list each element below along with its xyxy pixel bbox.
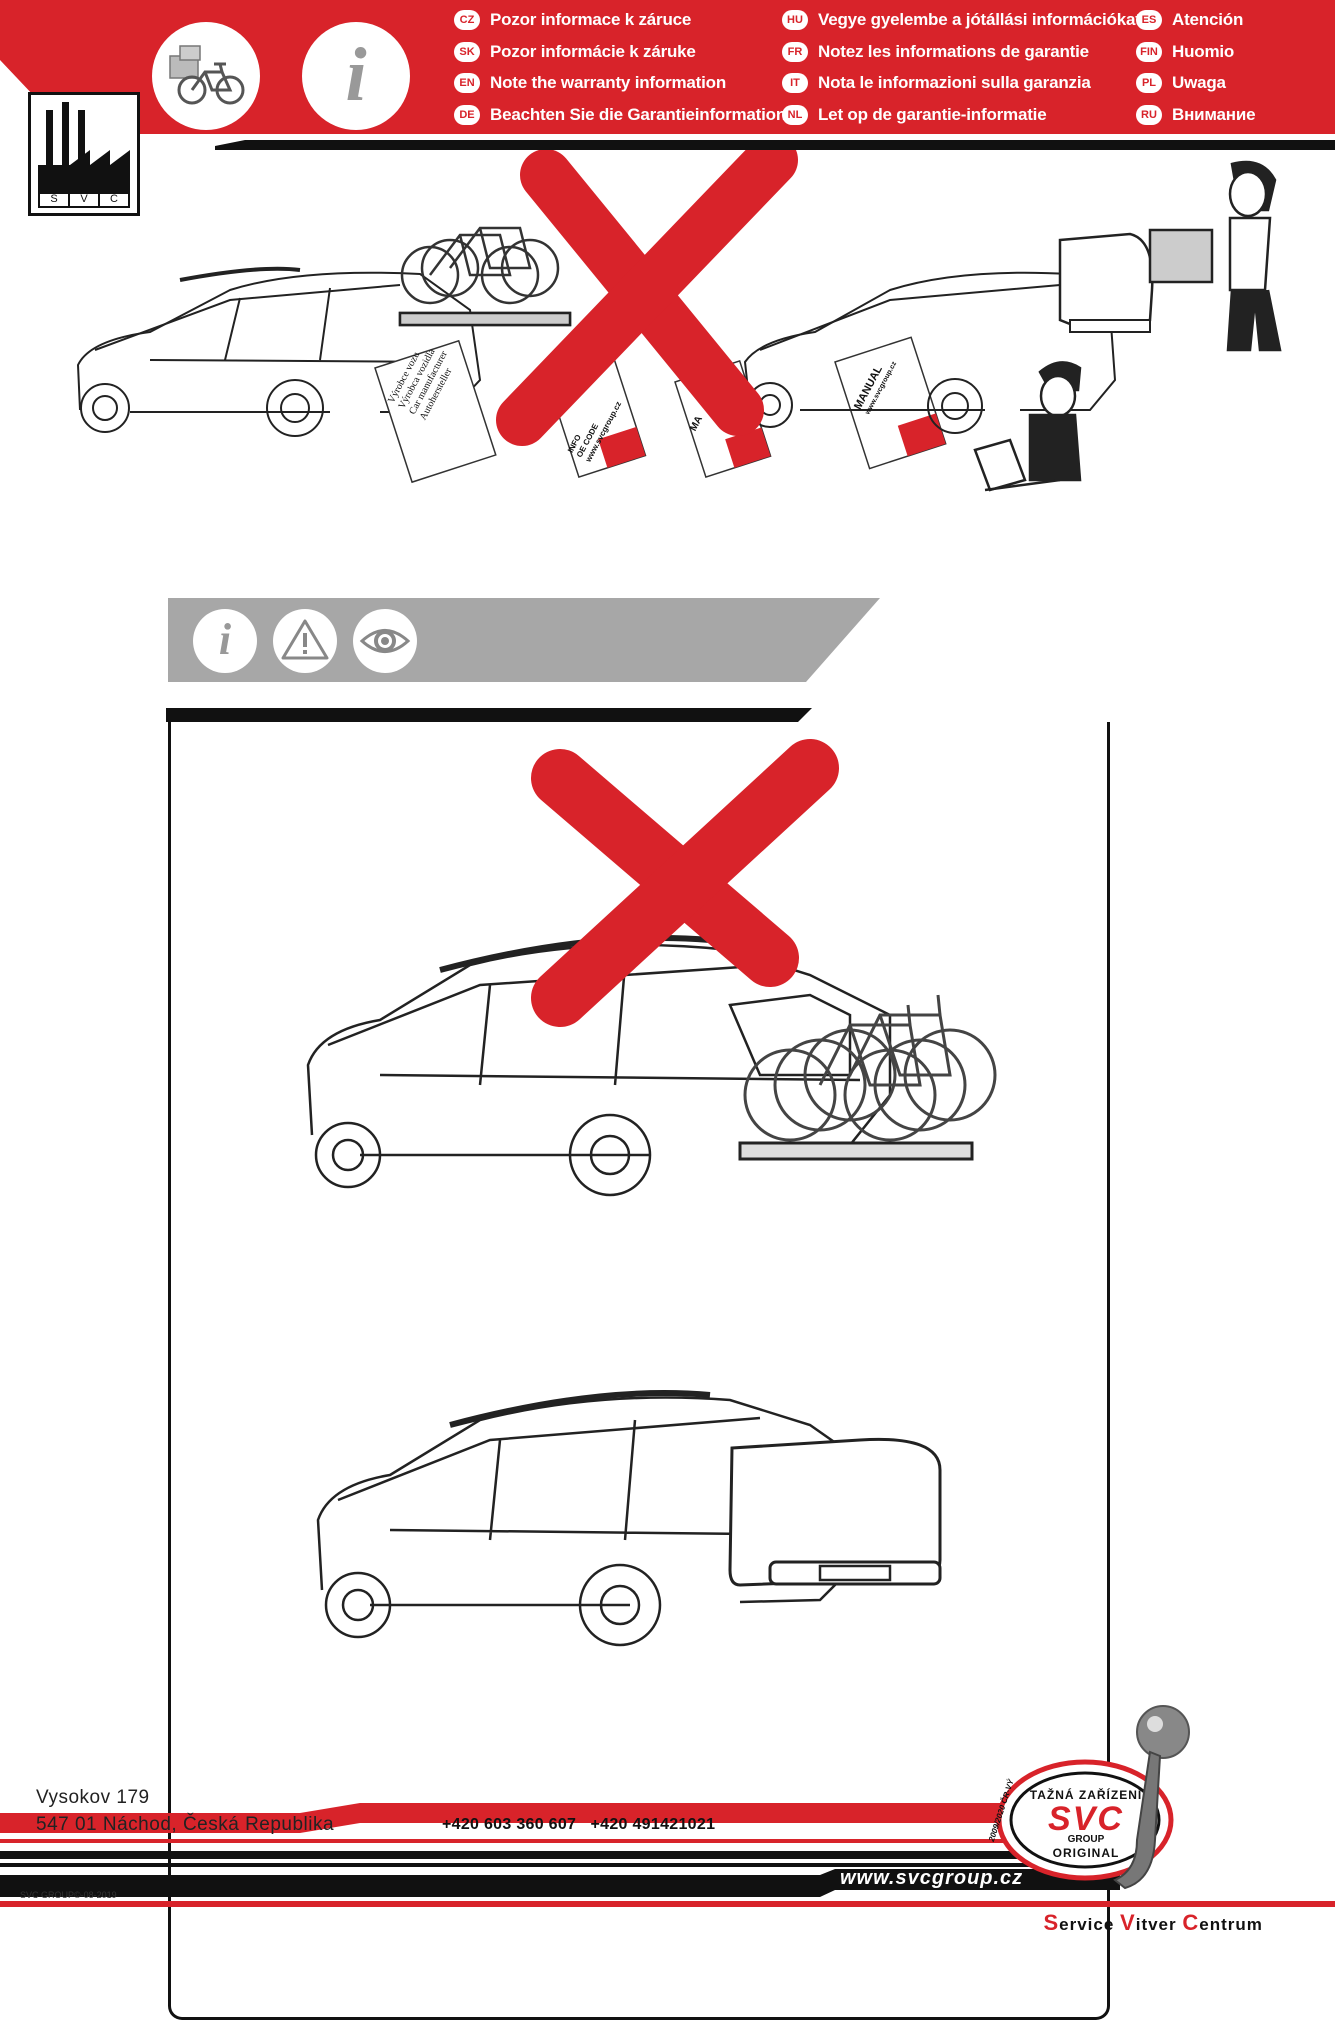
factory-letter: V [80, 193, 88, 205]
factory-letter: S [50, 193, 58, 205]
section-info-icon: i [192, 608, 258, 674]
lang-row-de: DE Beachten Sie die Garantieinformationen [454, 101, 806, 129]
lang-text: Atención [1172, 10, 1244, 29]
lang-row-sk: SK Pozor informácie k záruke [454, 38, 696, 66]
lang-code: DE [454, 105, 480, 125]
lang-text: Let op de garantie-informatie [818, 105, 1047, 124]
tagline-cap: V [1120, 1910, 1136, 1935]
instruction-frame [166, 708, 1112, 2004]
lang-row-hu: HU Vegye gyelembe a jótállási információk… [782, 6, 1141, 34]
company-tagline: Service Vitver Centrum [1032, 1890, 1263, 1936]
address-line-1: Vysokov 179 [36, 1787, 150, 1808]
lang-code: FR [782, 42, 808, 62]
lang-text: Nota le informazioni sulla garanzia [818, 73, 1091, 92]
logo-group-text: GROUP [1067, 1834, 1105, 1845]
address-line-2: 547 01 Náchod, Česká Republika [36, 1814, 335, 1835]
tagline-cap: S [1043, 1910, 1060, 1935]
lang-row-es: ES Atención [1136, 6, 1243, 34]
man-with-laptop-icon [973, 361, 1082, 492]
lang-text: Pozor informace k záruce [490, 10, 692, 29]
phone-numbers: +420 603 360 607 +420 491421021 [442, 1816, 716, 1833]
lang-row-en: EN Note the warranty information [454, 69, 726, 97]
lang-code: PL [1136, 73, 1162, 93]
tagline-word: entrum [1199, 1915, 1263, 1934]
bike-rack [398, 226, 572, 327]
lang-text: Note the warranty information [490, 73, 727, 92]
man-carrying-box-icon [1148, 160, 1282, 352]
lang-row-pl: PL Uwaga [1136, 69, 1226, 97]
lang-text: Внимание [1172, 105, 1256, 124]
factory-letter: C [110, 193, 118, 205]
website-link[interactable]: www.svcgroup.cz [840, 1867, 1024, 1889]
warranty-illustration: Výrobce vozu Výrobca vozidla Car manufac… [0, 134, 1335, 510]
svc-group-logo: TAŽNÁ ZAŘÍZENÍ SVC GROUP ORIGINAL 2009/2… [985, 1690, 1205, 1890]
car-with-cargo-box [743, 232, 1154, 434]
info-icon: i [300, 20, 412, 132]
lang-row-fin: FIN Huomio [1136, 38, 1234, 66]
lang-code: RU [1136, 105, 1162, 125]
lang-row-fr: FR Notez les informations de garantie [782, 38, 1089, 66]
tagline-word: ervice [1059, 1915, 1121, 1934]
car-with-bike-carrier [76, 266, 482, 437]
lang-row-nl: NL Let op de garantie-informatie [782, 101, 1047, 129]
tagline-word: itver [1135, 1915, 1183, 1934]
lang-text: Beachten Sie die Garantieinformationen [490, 105, 806, 124]
section-warning-icon [272, 608, 338, 674]
lang-code: SK [454, 42, 480, 62]
lang-text: Uwaga [1172, 73, 1226, 92]
lang-text: Pozor informácie k záruke [490, 42, 696, 61]
tagline-cap: C [1182, 1910, 1200, 1935]
footer-stripes [0, 1795, 1335, 1920]
large-car-with-cargo-box [300, 1300, 980, 1660]
lang-row-ru: RU Внимание [1136, 101, 1256, 129]
info-glyph: i [345, 33, 367, 117]
section-eye-icon [352, 608, 418, 674]
lang-text: Vegye gyelembe a jótállási információkat [818, 10, 1141, 29]
factory-logo: S V C [28, 92, 140, 216]
prohibited-cross-icon [496, 134, 798, 446]
logo-mid-text: SVC [1048, 1800, 1124, 1838]
large-prohibited-cross-icon [520, 738, 840, 1028]
lang-code: HU [782, 10, 808, 30]
lang-code: CZ [454, 10, 480, 30]
lang-code: EN [454, 73, 480, 93]
logo-bottom-text: ORIGINAL [1052, 1846, 1120, 1860]
info-glyph: i [218, 615, 232, 664]
lang-code: IT [782, 73, 808, 93]
logo-top-text: TAŽNÁ ZAŘÍZENÍ [1029, 1788, 1143, 1802]
lang-text: Huomio [1172, 42, 1235, 61]
lang-row-cz: CZ Pozor informace k záruce [454, 6, 691, 34]
lang-text: Notez les informations de garantie [818, 42, 1089, 61]
lang-code: FIN [1136, 42, 1162, 62]
bike-box-icon [150, 20, 262, 132]
section-header: i [168, 598, 880, 682]
copyright: SVC GROUP©-08-2019 [20, 1890, 117, 1900]
lang-code: NL [782, 105, 808, 125]
lang-code: ES [1136, 10, 1162, 30]
lang-row-it: IT Nota le informazioni sulla garanzia [782, 69, 1091, 97]
